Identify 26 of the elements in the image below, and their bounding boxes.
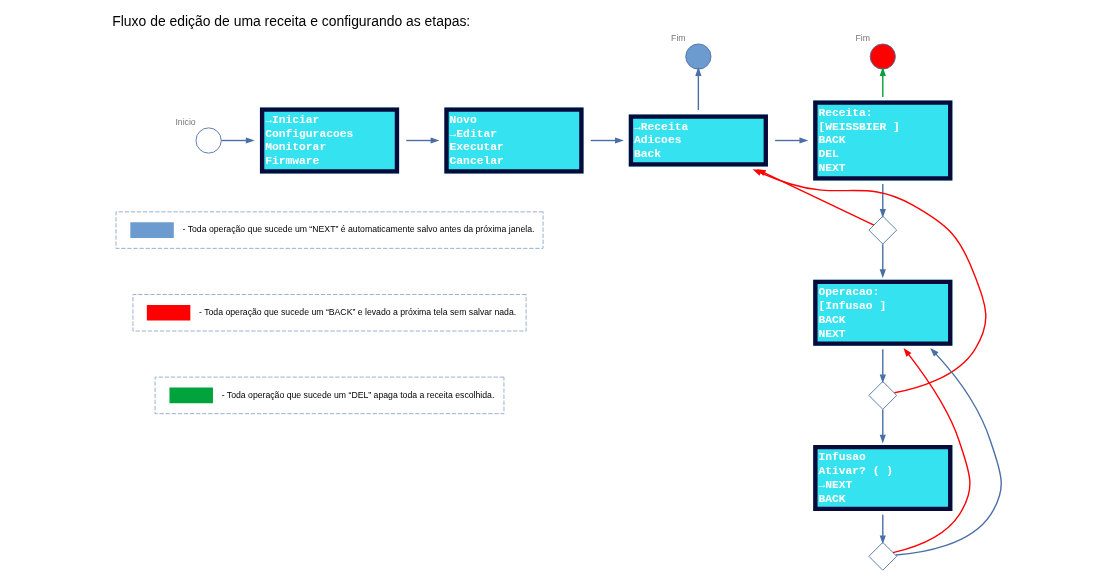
arrow: [405, 137, 440, 144]
node-diamond: [868, 215, 898, 245]
arrow: [879, 514, 886, 545]
node-circle: [685, 43, 712, 70]
arrow: [695, 67, 702, 111]
arrow: [879, 243, 886, 279]
arrow: [774, 137, 809, 144]
node-diamond: [868, 541, 898, 571]
arrow: [895, 348, 1002, 556]
arrow: [879, 408, 886, 444]
arrow: [879, 183, 886, 218]
arrow: [589, 137, 624, 144]
legend-label: - Toda operação que sucede um “BACK” e levado a próxima tela sem salvar nada.: [199, 306, 517, 317]
node-label: Fim: [671, 33, 686, 44]
diagram-title: Fluxo de edição de uma receita e configurando as etapas:: [112, 13, 471, 30]
arrow: [892, 347, 971, 554]
node-label: Inicio: [175, 117, 196, 128]
node-circle: [869, 43, 896, 70]
legend-label: - Toda operação que sucede um “DEL” apaga toda a receita escolhida.: [221, 389, 495, 400]
arrow: [879, 348, 886, 384]
node-circle: [195, 127, 222, 154]
node-diamond: [868, 381, 898, 410]
arrow: [220, 137, 255, 144]
node-label: Fim: [855, 33, 871, 44]
legend-label: - Toda operação que sucede um “NEXT” é automaticamente salvo antes da próxima janela.: [182, 224, 535, 235]
arrow: [879, 67, 886, 98]
